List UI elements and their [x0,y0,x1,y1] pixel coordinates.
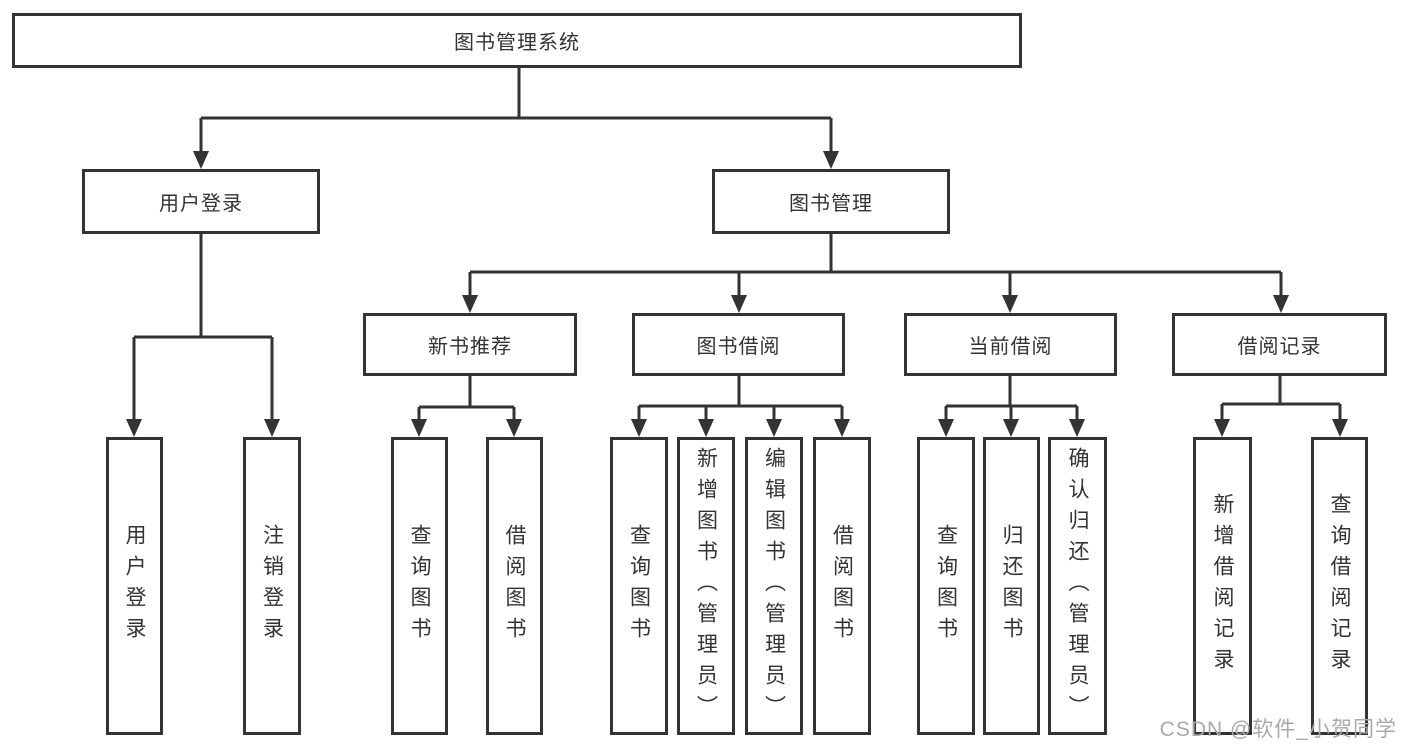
leaf-add-books-admin: 新增图书（管理员） [677,437,735,735]
leaf-borrow-books-recommend: 借阅图书 [486,437,543,735]
node-book-management: 图书管理 [712,169,950,234]
leaf-user-login: 用户登录 [106,437,163,735]
leaf-add-borrow-record: 新增借阅记录 [1193,437,1252,735]
leaf-query-books-recommend: 查询图书 [391,437,448,735]
leaf-borrow-books-borrowing: 借阅图书 [813,437,871,735]
leaf-logout-login: 注销登录 [243,437,301,735]
leaf-confirm-return-admin: 确认归还（管理员） [1048,437,1107,735]
leaf-query-borrow-record: 查询借阅记录 [1311,437,1368,735]
node-borrowing-records: 借阅记录 [1172,313,1387,376]
node-new-book-recommendation: 新书推荐 [363,313,577,376]
csdn-watermark: CSDN @软件_小贺同学 [1159,718,1397,741]
leaf-query-books-borrowing: 查询图书 [610,437,668,735]
node-library-system: 图书管理系统 [12,13,1022,68]
node-user-login: 用户登录 [82,169,320,234]
node-book-borrowing: 图书借阅 [632,313,845,376]
node-current-borrowing: 当前借阅 [904,313,1117,376]
leaf-return-books: 归还图书 [983,437,1040,735]
leaf-edit-books-admin: 编辑图书（管理员） [745,437,803,735]
leaf-query-books-current: 查询图书 [917,437,975,735]
